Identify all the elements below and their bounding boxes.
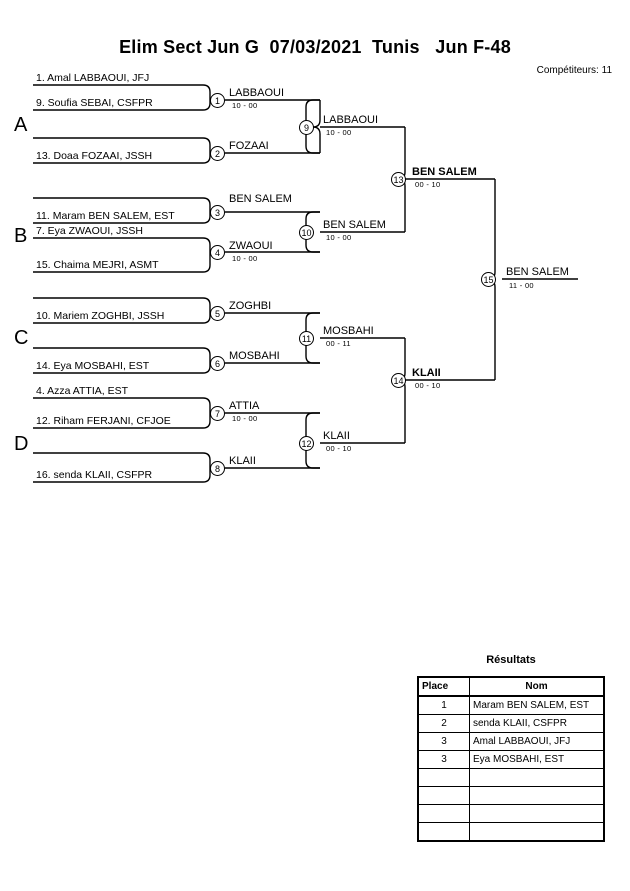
table-row xyxy=(417,822,605,842)
result-place xyxy=(417,804,470,823)
bout-winner: BEN SALEM xyxy=(229,193,292,205)
result-name: Eya MOSBAHI, EST xyxy=(469,750,605,769)
table-row xyxy=(417,786,605,805)
result-place xyxy=(417,768,470,787)
bout-score: 10 - 00 xyxy=(232,101,258,110)
result-name xyxy=(469,786,605,805)
bout-winner: KLAII xyxy=(412,367,441,379)
group-letter-a: A xyxy=(14,114,28,136)
bout-number[interactable]: 14 xyxy=(391,373,406,388)
bout-score-final: 11 - 00 xyxy=(509,281,534,290)
bout-winner: MOSBAHI xyxy=(323,325,374,337)
bout-score: 00 - 10 xyxy=(415,381,441,390)
bout-winner: KLAII xyxy=(323,430,350,442)
page-title: Elim Sect Jun G 07/03/2021 Tunis Jun F-4… xyxy=(119,37,511,57)
entrant-name: 11. Maram BEN SALEM, EST xyxy=(36,210,175,222)
bout-score: 00 - 10 xyxy=(415,180,441,189)
result-name xyxy=(469,822,605,842)
group-letter-d: D xyxy=(14,433,29,455)
bout-number[interactable]: 13 xyxy=(391,172,406,187)
result-place: 1 xyxy=(417,695,470,715)
entrant-name: 15. Chaima MEJRI, ASMT xyxy=(36,259,159,271)
bout-score: 00 - 11 xyxy=(326,339,351,348)
result-place xyxy=(417,786,470,805)
bout-number[interactable]: 7 xyxy=(210,406,225,421)
result-name: Maram BEN SALEM, EST xyxy=(469,695,605,715)
bout-winner: ZWAOUI xyxy=(229,240,273,252)
results-title: Résultats xyxy=(486,654,536,666)
bracket-lines xyxy=(33,84,578,483)
entrant-name: 14. Eya MOSBAHI, EST xyxy=(36,360,150,372)
bout-number[interactable]: 9 xyxy=(299,120,314,135)
results-col-place: Place xyxy=(417,676,470,697)
table-row xyxy=(417,768,605,787)
bout-number[interactable]: 12 xyxy=(299,436,314,451)
bout-winner: FOZAAI xyxy=(229,140,269,152)
bout-number[interactable]: 3 xyxy=(210,205,225,220)
bout-score: 10 - 00 xyxy=(232,254,258,263)
entrant-name: 13. Doaa FOZAAI, JSSH xyxy=(36,150,153,162)
bout-score: 10 - 00 xyxy=(326,233,352,242)
bout-number[interactable]: 4 xyxy=(210,245,225,260)
bout-winner: LABBAOUI xyxy=(323,114,379,126)
bout-number[interactable]: 11 xyxy=(299,331,314,346)
bout-number[interactable]: 5 xyxy=(210,306,225,321)
result-name: Amal LABBAOUI, JFJ xyxy=(469,732,605,751)
entrant-name: 12. Riham FERJANI, CFJOE xyxy=(36,415,171,427)
group-letter-c: C xyxy=(14,327,29,349)
entrant-name: 4. Azza ATTIA, EST xyxy=(36,385,129,397)
results-header-row: Place Nom xyxy=(417,676,605,697)
result-place: 3 xyxy=(417,750,470,769)
bout-winner-final: BEN SALEM xyxy=(506,266,569,278)
bout-winner: BEN SALEM xyxy=(323,219,386,231)
bout-number[interactable]: 15 xyxy=(481,272,496,287)
bout-winner: BEN SALEM xyxy=(412,166,477,178)
bout-number[interactable]: 1 xyxy=(210,93,225,108)
results-col-nom: Nom xyxy=(469,676,605,697)
bout-winner: ZOGHBI xyxy=(229,300,272,312)
entrant-name: 9. Soufia SEBAI, CSFPR xyxy=(36,97,153,109)
bout-winner: KLAII xyxy=(229,455,256,467)
competitors-count: Compétiteurs: 11 xyxy=(536,65,612,76)
result-name xyxy=(469,804,605,823)
bout-score: 10 - 00 xyxy=(232,414,258,423)
result-place: 3 xyxy=(417,732,470,751)
result-name xyxy=(469,768,605,787)
entrant-name: 7. Eya ZWAOUI, JSSH xyxy=(36,225,143,237)
bout-winner: LABBAOUI xyxy=(229,87,285,99)
result-place: 2 xyxy=(417,714,470,733)
bout-number[interactable]: 10 xyxy=(299,225,314,240)
entrant-name: 1. Amal LABBAOUI, JFJ xyxy=(36,72,150,84)
bout-number[interactable]: 2 xyxy=(210,146,225,161)
bout-winner: MOSBAHI xyxy=(229,350,280,362)
bout-score: 00 - 10 xyxy=(326,444,352,453)
bout-winner: ATTIA xyxy=(229,400,260,412)
bout-score: 10 - 00 xyxy=(326,128,352,137)
result-name: senda KLAII, CSFPR xyxy=(469,714,605,733)
entrant-name: 10. Mariem ZOGHBI, JSSH xyxy=(36,310,165,322)
bout-number[interactable]: 6 xyxy=(210,356,225,371)
entrant-name: 16. senda KLAII, CSFPR xyxy=(36,469,153,481)
result-place xyxy=(417,822,470,842)
table-row xyxy=(417,804,605,823)
bout-number[interactable]: 8 xyxy=(210,461,225,476)
group-letter-b: B xyxy=(14,225,28,247)
